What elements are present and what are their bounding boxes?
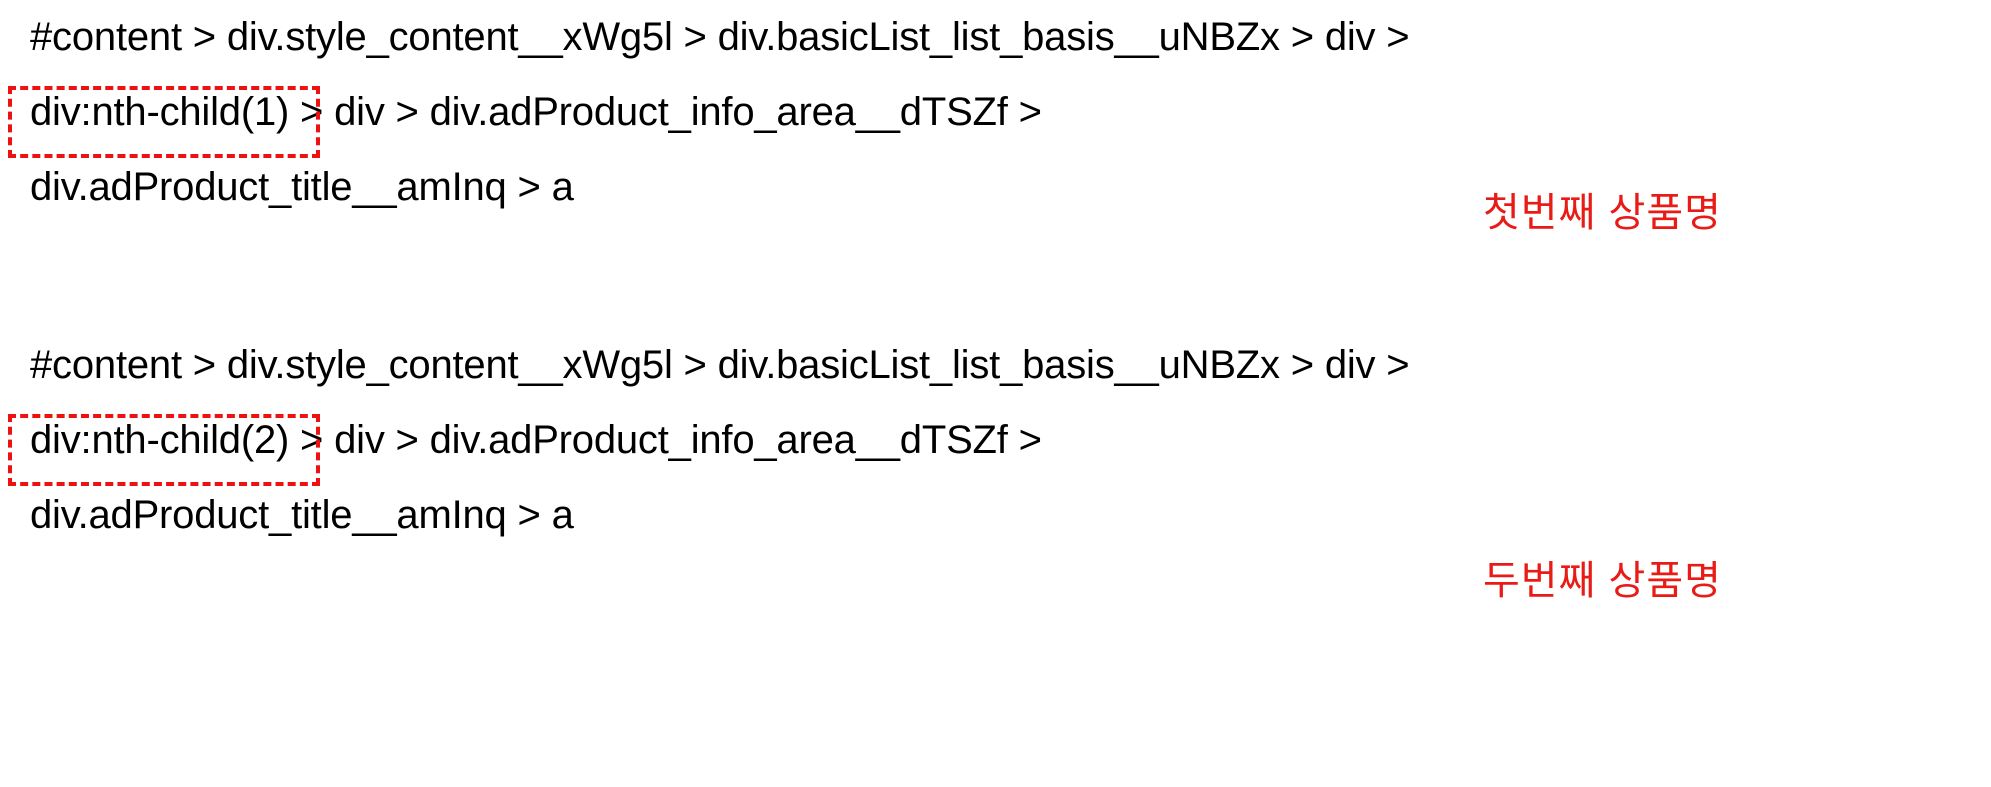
selector-line-2-3: div.adProduct_title__amInq > a	[0, 478, 1991, 553]
selector-line-1-3: div.adProduct_title__amInq > a	[0, 150, 1991, 225]
selector-text: div:nth-child(1) > div > div.adProduct_i…	[30, 90, 1042, 134]
selector-line-2-2: div:nth-child(2) > div > div.adProduct_i…	[0, 403, 1991, 478]
selector-block-1: #content > div.style_content__xWg5l > di…	[0, 0, 1991, 225]
selector-text: div.adProduct_title__amInq > a	[30, 493, 574, 537]
annotation-label-first-product-name: 첫번째 상품명	[1483, 191, 1722, 235]
selector-line-2-1: #content > div.style_content__xWg5l > di…	[0, 328, 1991, 403]
annotation-label-second-product-name: 두번째 상품명	[1483, 559, 1722, 603]
selector-block-2: #content > div.style_content__xWg5l > di…	[0, 328, 1991, 553]
selector-text: div.adProduct_title__amInq > a	[30, 165, 574, 209]
selector-text: #content > div.style_content__xWg5l > di…	[30, 15, 1410, 59]
selector-line-1-1: #content > div.style_content__xWg5l > di…	[0, 0, 1991, 75]
selector-line-1-2: div:nth-child(1) > div > div.adProduct_i…	[0, 75, 1991, 150]
selector-text: #content > div.style_content__xWg5l > di…	[30, 343, 1410, 387]
selector-text: div:nth-child(2) > div > div.adProduct_i…	[30, 418, 1042, 462]
